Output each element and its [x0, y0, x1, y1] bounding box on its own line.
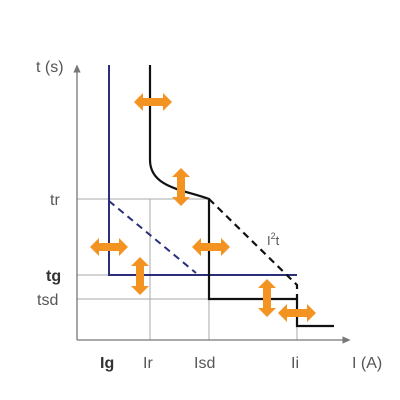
main-curve-i2t-dashed [208, 198, 299, 299]
ground-fault-solid [108, 65, 297, 276]
double-arrow-vertical-icon[interactable] [258, 279, 276, 317]
double-arrow-vertical-icon[interactable] [172, 168, 190, 206]
x-tick-isd: Isd [194, 355, 215, 372]
y-tick-tg: tg [46, 268, 61, 285]
i2t-base: I [267, 233, 271, 248]
double-arrow-horizontal-icon[interactable] [90, 238, 128, 256]
double-arrow-horizontal-icon[interactable] [192, 238, 230, 256]
ground-fault-i2t-dashed [108, 200, 197, 274]
y-axis-label: t (s) [36, 59, 64, 76]
y-tick-tsd: tsd [37, 292, 58, 309]
x-tick-ig: Ig [100, 355, 114, 372]
x-axis-label: I (A) [352, 355, 382, 372]
y-tick-tr: tr [50, 192, 60, 209]
double-arrow-horizontal-icon[interactable] [134, 93, 172, 111]
i2t-tail: t [276, 233, 280, 248]
i2t-sup: 2 [271, 231, 276, 241]
double-arrow-vertical-icon[interactable] [131, 257, 149, 295]
x-tick-ir: Ir [143, 355, 153, 372]
adjustment-arrows [90, 93, 316, 322]
axes [73, 64, 351, 344]
double-arrow-horizontal-icon[interactable] [278, 304, 316, 322]
i2t-annotation: I2t [267, 231, 280, 248]
x-tick-ii: Ii [291, 355, 299, 372]
ground-fault-curve [108, 65, 297, 276]
